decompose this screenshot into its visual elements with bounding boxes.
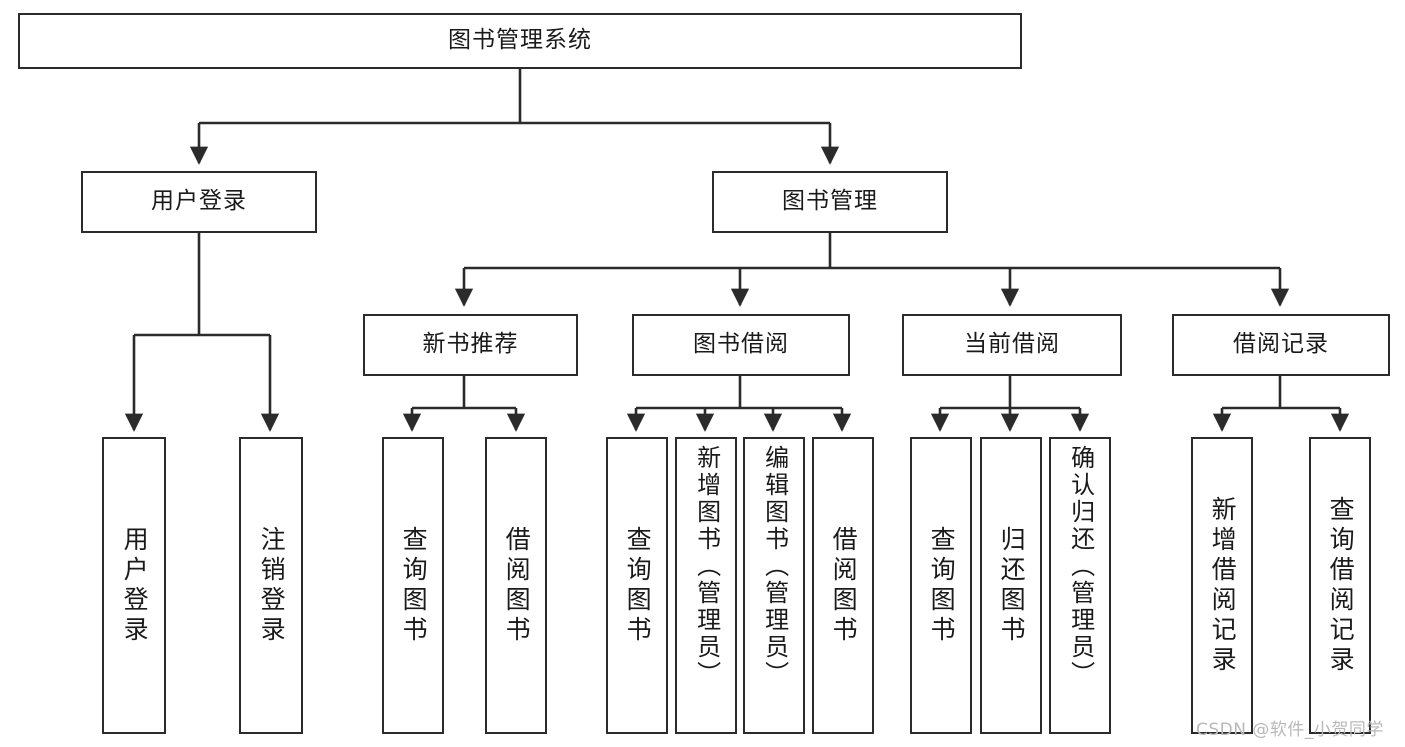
node-root-label: 图书管理系统 [448, 27, 592, 54]
node-leaf-add-book-label: 新增图书（管理员） [692, 445, 721, 688]
node-leaf-query-book-1[interactable]: 查询图书 [382, 437, 444, 734]
node-leaf-user-logout-label: 注销登录 [257, 525, 287, 646]
node-leaf-user-login[interactable]: 用户登录 [102, 437, 166, 734]
node-leaf-confirm-return[interactable]: 确认归还（管理员） [1049, 437, 1111, 734]
node-leaf-query-book-3[interactable]: 查询图书 [910, 437, 972, 734]
node-leaf-query-record-label: 查询借阅记录 [1326, 495, 1356, 676]
node-current-borrow-label: 当前借阅 [964, 331, 1060, 358]
node-leaf-edit-book[interactable]: 编辑图书（管理员） [743, 437, 805, 734]
node-leaf-add-record[interactable]: 新增借阅记录 [1191, 437, 1253, 734]
node-leaf-edit-book-label: 编辑图书（管理员） [760, 445, 789, 688]
node-user-login[interactable]: 用户登录 [81, 171, 317, 233]
node-book-manage-label: 图书管理 [782, 188, 878, 215]
node-book-borrow-label: 图书借阅 [693, 331, 789, 358]
node-leaf-borrow-book-1[interactable]: 借阅图书 [485, 437, 547, 734]
node-leaf-add-record-label: 新增借阅记录 [1208, 495, 1238, 676]
node-leaf-query-record[interactable]: 查询借阅记录 [1309, 437, 1371, 734]
node-leaf-user-logout[interactable]: 注销登录 [239, 437, 303, 734]
node-leaf-borrow-book-2-label: 借阅图书 [829, 525, 859, 646]
node-user-login-label: 用户登录 [151, 188, 247, 215]
node-book-borrow[interactable]: 图书借阅 [632, 314, 850, 376]
node-leaf-borrow-book-1-label: 借阅图书 [502, 525, 532, 646]
node-leaf-confirm-return-label: 确认归还（管理员） [1066, 445, 1095, 688]
node-borrow-record-label: 借阅记录 [1233, 331, 1329, 358]
node-leaf-query-book-1-label: 查询图书 [399, 525, 429, 646]
node-book-manage[interactable]: 图书管理 [712, 171, 948, 233]
node-current-borrow[interactable]: 当前借阅 [902, 314, 1122, 376]
node-leaf-query-book-3-label: 查询图书 [927, 525, 957, 646]
node-leaf-add-book[interactable]: 新增图书（管理员） [675, 437, 737, 734]
node-leaf-query-book-2[interactable]: 查询图书 [606, 437, 668, 734]
csdn-watermark: CSDN @软件_小贺同学 [1196, 720, 1384, 740]
node-new-book-recommend[interactable]: 新书推荐 [363, 314, 578, 376]
node-leaf-query-book-2-label: 查询图书 [623, 525, 653, 646]
node-new-book-recommend-label: 新书推荐 [422, 331, 519, 358]
node-root[interactable]: 图书管理系统 [18, 13, 1022, 69]
node-borrow-record[interactable]: 借阅记录 [1172, 314, 1390, 376]
node-leaf-borrow-book-2[interactable]: 借阅图书 [812, 437, 874, 734]
node-leaf-return-book-label: 归还图书 [997, 525, 1027, 646]
node-leaf-return-book[interactable]: 归还图书 [980, 437, 1042, 734]
node-leaf-user-login-label: 用户登录 [120, 525, 150, 646]
